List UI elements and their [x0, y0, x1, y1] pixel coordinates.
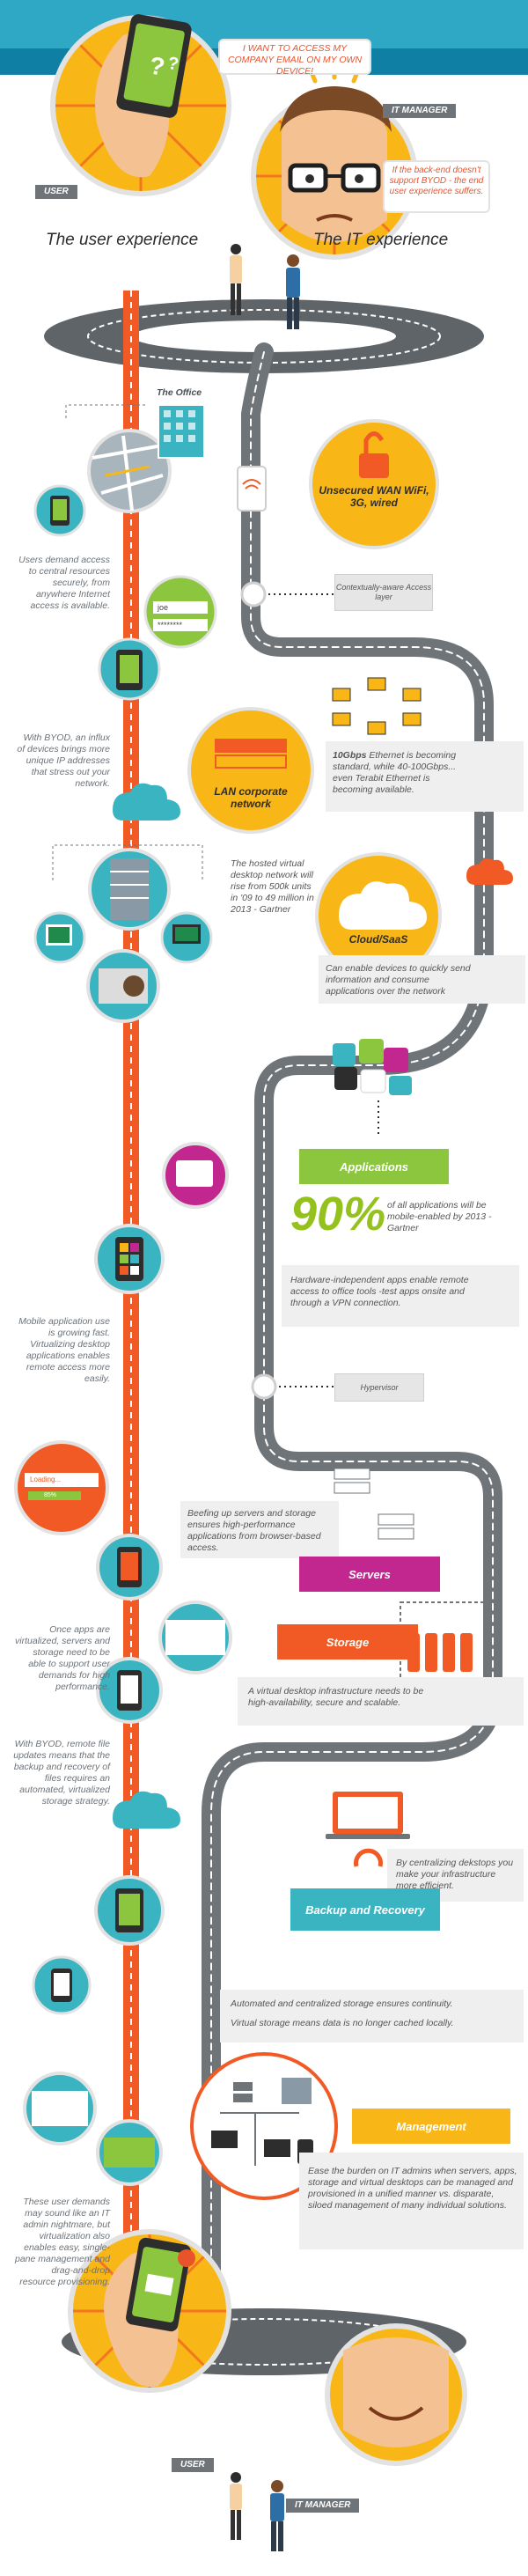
management-box: Management — [352, 2109, 510, 2144]
loading-percent: 85% — [44, 1492, 57, 1498]
ninety-percent-value: 90% — [290, 1188, 386, 1240]
user-experience-heading: The user experience — [46, 231, 199, 249]
sync-phones-illustration — [23, 1875, 165, 2186]
vdi-panel — [238, 1677, 524, 1726]
hypervisor-node — [251, 1373, 334, 1400]
user-text-virtualized: Once apps are virtualized, servers and s… — [15, 1624, 110, 1692]
user-phone-illustration: ? ? — [50, 14, 231, 196]
hw-indep-panel — [282, 1265, 519, 1327]
it-manager-head-illustration — [251, 55, 418, 260]
backup-laptop-illustration — [326, 1792, 410, 1867]
hw-indep-text: Hardware-independent apps enable remote … — [290, 1275, 469, 1308]
cloud-saas-illustration — [315, 852, 513, 979]
it-manager-tag-bottom: IT MANAGER — [286, 2499, 360, 2513]
ethernet-text: 10Gbps Ethernet is becoming standard, wh… — [333, 750, 465, 796]
centralizing-text: By centralizing dekstops you make your i… — [396, 1858, 514, 1891]
lan-label: LAN corporate network — [214, 785, 288, 810]
bottom-people — [230, 2472, 284, 2551]
cloud-desc-text: Can enable devices to quickly send infor… — [326, 963, 471, 997]
password-field-text: ******** — [158, 621, 183, 629]
servers-desc-text: Beefing up servers and storage ensures h… — [187, 1508, 321, 1553]
ninety-percent-text: of all applications will be mobile-enabl… — [387, 1200, 492, 1233]
user-speech-bubble: I WANT TO ACCESS MY COMPANY EMAIL ON MY … — [218, 39, 371, 77]
login-phone-illustration — [98, 575, 217, 701]
datacenter-cluster-illustration — [33, 844, 213, 1023]
automated-panel — [220, 1990, 524, 2042]
ease-text: Ease the burden on IT admins when server… — [308, 2166, 517, 2211]
notes-phone-illustration — [96, 1601, 232, 1724]
hosted-desktop-text: The hosted virtual desktop network will … — [231, 858, 314, 915]
ethernet-speed: 10Gbps — [333, 750, 367, 761]
vdi-text: A virtual desktop infrastructure needs t… — [248, 1686, 424, 1708]
office-label: The Office — [157, 387, 202, 398]
it-speech-bubble: If the back-end doesn't support BYOD - t… — [383, 160, 490, 213]
servers-desc-panel — [180, 1501, 339, 1558]
applications-box: Applications — [299, 1149, 449, 1184]
automated-text-2: Virtual storage means data is no longer … — [231, 2018, 454, 2028]
access-layer-label: Contextually-aware Access layer — [334, 574, 433, 611]
backup-recovery-box: Backup and Recovery — [290, 1888, 440, 1931]
ethernet-desc: Ethernet is becoming standard, while 40-… — [333, 750, 457, 795]
cloud-saas-label: Cloud/SaaS — [348, 933, 408, 946]
top-roundabout — [44, 299, 484, 373]
server-racks-illustration — [334, 1468, 498, 1682]
network-nodes — [332, 677, 422, 735]
it-manager-tag-top: IT MANAGER — [383, 104, 457, 118]
it-experience-heading: The IT experience — [313, 231, 449, 249]
bottom-user-phone-illustration — [68, 2229, 231, 2393]
bottom-it-manager-illustration — [325, 2323, 467, 2466]
user-text-remote-file: With BYOD, remote file updates means tha… — [13, 1739, 110, 1807]
cloud-desc-panel — [319, 955, 525, 1004]
user-tag-bottom: USER — [172, 2458, 214, 2472]
loading-phone-illustration — [14, 1440, 163, 1601]
user-text-mobile-use: Mobile application use is growing fast. … — [18, 1316, 110, 1384]
loading-text: Loading... — [30, 1476, 62, 1483]
servers-box: Servers — [299, 1557, 440, 1592]
storage-box: Storage — [277, 1624, 418, 1660]
svg-text:?: ? — [166, 54, 180, 75]
office-map-illustration — [33, 404, 205, 537]
app-icons-cluster — [333, 1039, 412, 1136]
top-people — [230, 244, 300, 329]
login-field-text: joe — [158, 603, 169, 612]
ease-panel — [299, 2153, 524, 2249]
ethernet-panel — [326, 741, 524, 812]
automated-text-1: Automated and centralized storage ensure… — [231, 1998, 453, 2009]
cloud-icon-2 — [113, 1791, 180, 1829]
user-text-demand: Users demand access to central resources… — [18, 555, 110, 611]
user-tag-top: USER — [35, 185, 77, 199]
wan-illustration — [237, 419, 439, 549]
user-text-byod-ip: With BYOD, an influx of devices brings m… — [17, 732, 110, 789]
mobile-apps-illustration — [94, 1142, 229, 1294]
user-text-demands-sound: These user demands may sound like an IT … — [15, 2197, 110, 2287]
access-layer-node — [240, 581, 334, 607]
svg-text:?: ? — [147, 51, 166, 81]
it-grey-road — [202, 342, 502, 2316]
wan-label: Unsecured WAN WiFi, 3G, wired — [319, 484, 429, 509]
lan-illustration — [187, 677, 422, 834]
cloud-icon — [113, 783, 180, 821]
hypervisor-label: Hypervisor — [334, 1373, 424, 1402]
